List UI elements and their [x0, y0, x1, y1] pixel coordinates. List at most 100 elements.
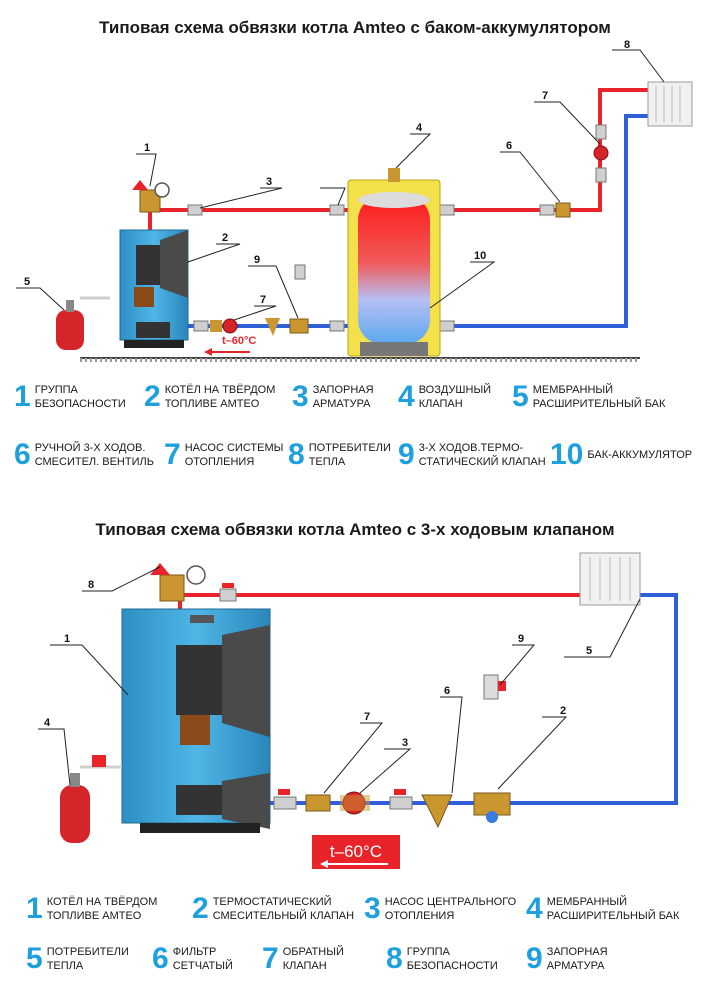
legend-number: 5 [512, 380, 529, 413]
legend1-item-5: 5 МЕМБРАННЫЙ РАСШИРИТЕЛЬНЫЙ БАК [512, 382, 665, 412]
legend-number: 8 [386, 942, 403, 975]
legend-number: 5 [26, 942, 43, 975]
legend-number: 1 [26, 892, 43, 925]
legend-number: 4 [398, 380, 415, 413]
diagram2-scheme: t–60°C 1 2 3 4 5 6 7 8 9 [38, 552, 678, 869]
legend2-item-8: 8 ГРУППА БЕЗОПАСНОСТИ [386, 944, 498, 974]
temp-label: t–60°C [330, 842, 382, 861]
hot-supply-pipe [178, 593, 580, 609]
callout-8: 8 [88, 579, 94, 591]
legend-number: 6 [14, 438, 31, 471]
callout-numbers: 1 2 3 4 5 6 7 8 9 [44, 579, 592, 749]
valve-row [273, 674, 511, 829]
legend-text: КОТЁЛ НА ТВЁРДОМ ТОПЛИВЕ AMTEO [164, 384, 276, 410]
callout-8: 8 [624, 40, 630, 51]
legend-text: НАСОС ЦЕНТРАЛЬНОГО ОТОПЛЕНИЯ [384, 896, 517, 922]
temp-label: t–60°C [222, 335, 256, 347]
callout-9: 9 [254, 254, 260, 266]
legend-text: 3-Х ХОДОВ.ТЕРМО- СТАТИЧЕСКИЙ КЛАПАН [418, 442, 546, 468]
floor [80, 357, 640, 362]
legend-number: 9 [526, 942, 543, 975]
callout-10: 10 [474, 250, 486, 262]
callout-7: 7 [364, 711, 370, 723]
legend2-item-1: 1 КОТЁЛ НА ТВЁРДОМ ТОПЛИВЕ AMTEO [26, 894, 157, 924]
safety-group [132, 180, 170, 213]
legend1-item-10: 10 БАК-АККУМУЛЯТОР [550, 440, 692, 470]
shutoff-valves [187, 124, 607, 332]
legend-number: 8 [288, 438, 305, 471]
cold-return-pipe [270, 593, 678, 805]
legend-number: 9 [398, 438, 415, 471]
legend-text: МЕМБРАННЫЙ РАСШИРИТЕЛЬНЫЙ БАК [546, 896, 680, 922]
legend1-item-9: 9 3-Х ХОДОВ.ТЕРМО- СТАТИЧЕСКИЙ КЛАПАН [398, 440, 546, 470]
legend1-item-6: 6 РУЧНОЙ 3-Х ХОДОВ. СМЕСИТЕЛ. ВЕНТИЛЬ [14, 440, 154, 470]
legend1-item-3: 3 ЗАПОРНАЯ АРМАТУРА [292, 382, 374, 412]
callout-lines [38, 566, 641, 794]
legend-text: ЗАПОРНАЯ АРМАТУРА [312, 384, 374, 410]
legend-text: НАСОС СИСТЕМЫ ОТОПЛЕНИЯ [184, 442, 284, 468]
callout-6: 6 [444, 685, 450, 697]
callout-lines [16, 49, 665, 321]
radiator [579, 552, 641, 606]
callout-7a: 7 [260, 294, 266, 306]
diagram2-title: Типовая схема обвязки котла Amteo с 3-х … [95, 520, 615, 539]
callout-2: 2 [222, 232, 228, 244]
manual-mixing-valve [555, 202, 571, 218]
callout-4: 4 [44, 717, 51, 729]
temp-arrow [204, 348, 250, 356]
radiator-pump [593, 145, 609, 161]
legend-text: ПОТРЕБИТЕЛИ ТЕПЛА [46, 946, 129, 972]
legend-number: 3 [364, 892, 381, 925]
legend-text: ЗАПОРНАЯ АРМАТУРА [546, 946, 608, 972]
pump-group [210, 318, 309, 336]
legend1-item-8: 8 ПОТРЕБИТЕЛИ ТЕПЛА [288, 440, 391, 470]
callout-5: 5 [586, 645, 592, 657]
legend-text: КОТЁЛ НА ТВЁРДОМ ТОПЛИВЕ AMTEO [46, 896, 158, 922]
callout-9: 9 [518, 633, 524, 645]
legend-text: ТЕРМОСТАТИЧЕСКИЙ СМЕСИТЕЛЬНЫЙ КЛАПАН [212, 896, 355, 922]
legend2-item-2: 2 ТЕРМОСТАТИЧЕСКИЙ СМЕСИТЕЛЬНЫЙ КЛАПАН [192, 894, 354, 924]
legend-text: ФИЛЬТР СЕТЧАТЫЙ [172, 946, 233, 972]
callout-1: 1 [144, 142, 150, 154]
callout-5: 5 [24, 276, 30, 288]
boiler [121, 608, 271, 833]
legend2-item-4: 4 МЕМБРАННЫЙ РАСШИРИТЕЛЬНЫЙ БАК [526, 894, 679, 924]
legend-number: 3 [292, 380, 309, 413]
callout-2: 2 [560, 705, 566, 717]
legend-number: 6 [152, 942, 169, 975]
legend-text: ОБРАТНЫЙ КЛАПАН [282, 946, 344, 972]
legend2-item-9: 9 ЗАПОРНАЯ АРМАТУРА [526, 944, 608, 974]
callout-numbers: 1 2 3 4 5 6 7 7 8 9 10 [24, 40, 630, 306]
legend2-item-7: 7 ОБРАТНЫЙ КЛАПАН [262, 944, 344, 974]
legend-text: РУЧНОЙ 3-Х ХОДОВ. СМЕСИТЕЛ. ВЕНТИЛЬ [34, 442, 154, 468]
legend-text: ВОЗДУШНЫЙ КЛАПАН [418, 384, 492, 410]
legend-number: 2 [144, 380, 161, 413]
legend2-item-6: 6 ФИЛЬТР СЕТЧАТЫЙ [152, 944, 233, 974]
radiator [647, 81, 693, 127]
legend-number: 2 [192, 892, 209, 925]
legend2-item-3: 3 НАСОС ЦЕНТРАЛЬНОГО ОТОПЛЕНИЯ [364, 894, 516, 924]
legend-number: 4 [526, 892, 543, 925]
buffer-tank [347, 168, 441, 357]
legend2-item-5: 5 ПОТРЕБИТЕЛИ ТЕПЛА [26, 944, 129, 974]
callout-4: 4 [416, 122, 423, 134]
diagram1-title: Типовая схема обвязки котла Amteo с бако… [99, 18, 611, 37]
legend1-item-2: 2 КОТЁЛ НА ТВЁРДОМ ТОПЛИВЕ AMTEO [144, 382, 275, 412]
diagram1-scheme: t–60°C 1 2 3 4 5 6 7 7 8 9 10 [16, 40, 693, 362]
callout-7b: 7 [542, 90, 548, 102]
callout-3: 3 [402, 737, 408, 749]
boiler [119, 229, 189, 348]
expansion-vessel [56, 296, 110, 350]
expansion-vessel [60, 755, 122, 843]
temp-badge [312, 835, 400, 869]
legend-number: 7 [164, 438, 181, 471]
legend-text: МЕМБРАННЫЙ РАСШИРИТЕЛЬНЫЙ БАК [532, 384, 666, 410]
legend-text: ПОТРЕБИТЕЛИ ТЕПЛА [308, 442, 391, 468]
legend-text: ГРУППА БЕЗОПАСНОСТИ [406, 946, 498, 972]
legend1-item-4: 4 ВОЗДУШНЫЙ КЛАПАН [398, 382, 491, 412]
legend1-item-1: 1 ГРУППА БЕЗОПАСНОСТИ [14, 382, 126, 412]
legend-number: 1 [14, 380, 31, 413]
legend-number: 10 [550, 438, 584, 471]
callout-3: 3 [266, 176, 272, 188]
legend1-item-7: 7 НАСОС СИСТЕМЫ ОТОПЛЕНИЯ [164, 440, 283, 470]
